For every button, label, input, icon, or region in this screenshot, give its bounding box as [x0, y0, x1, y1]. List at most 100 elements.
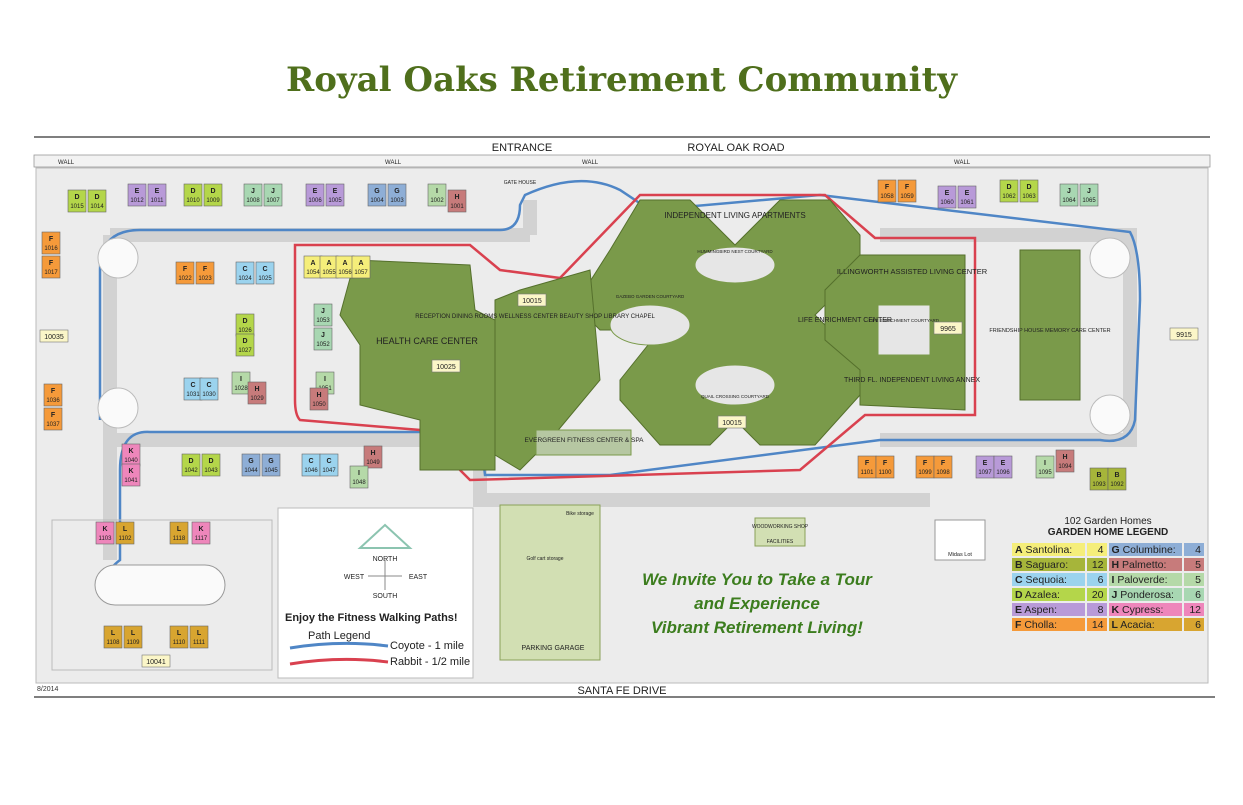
home-number: 1001	[450, 204, 464, 210]
home-number: 1094	[1058, 464, 1072, 470]
home-number: 1058	[880, 194, 894, 200]
address-tag-box	[141, 654, 171, 668]
walking-heading: Enjoy the Fitness Walking Paths!	[285, 612, 458, 624]
home-number: 1041	[124, 478, 138, 484]
home-type: F	[183, 266, 188, 273]
home-type: C	[326, 458, 331, 465]
home-type: F	[883, 460, 888, 467]
home-block	[349, 465, 369, 489]
compass-north: NORTH	[373, 556, 398, 563]
legend-count-a: 4	[1086, 543, 1107, 556]
legend-item-d: D Azalea:	[1012, 588, 1085, 601]
home-type: E	[135, 188, 140, 195]
home-number: 1049	[366, 460, 380, 466]
home-type: F	[905, 184, 910, 191]
woodworking-label: WOODWORKING SHOP	[752, 524, 809, 530]
home-type: L	[177, 526, 182, 533]
home-number: 1093	[1092, 482, 1106, 488]
home-block	[305, 183, 325, 207]
home-type: F	[865, 460, 870, 467]
home-block	[43, 383, 63, 407]
invite-line-1: We Invite You to Take a Tour	[642, 570, 872, 589]
home-type: K	[102, 526, 107, 533]
home-type: H	[254, 386, 259, 393]
home-number: 1022	[178, 276, 192, 282]
garden-home[interactable]: F 1022	[175, 261, 195, 285]
invite-text: We Invite You to Take a Tour and Experie…	[612, 568, 902, 640]
address-tag-box	[717, 415, 747, 429]
